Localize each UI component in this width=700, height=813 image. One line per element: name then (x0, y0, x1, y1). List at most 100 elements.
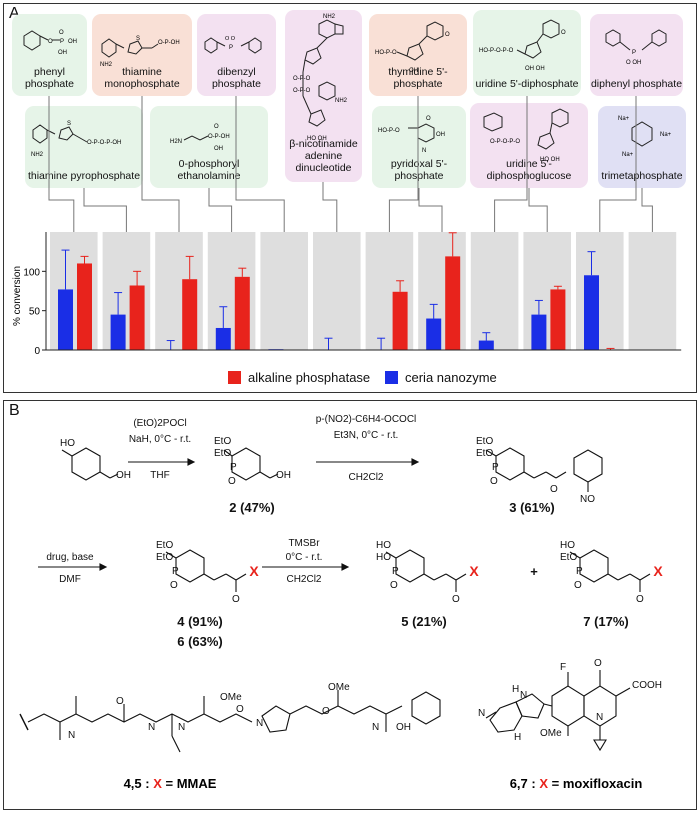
svg-text:O: O (170, 580, 178, 591)
y-tick-label: 100 (23, 267, 40, 278)
svg-text:OH: OH (409, 68, 418, 74)
svg-text:O: O (452, 594, 460, 605)
substrate-label: thiamine monophosphate (104, 66, 180, 90)
udp-glucose-structure: O-P-O-P-OHO OH (483, 108, 569, 163)
category-column-bg (628, 232, 677, 350)
compound-5-ring (395, 549, 425, 583)
substrate-label: uridine 5'-diphosphoglucose (486, 158, 572, 182)
bar-ceria (426, 318, 442, 350)
compound-3-ring-a (495, 447, 525, 481)
svg-text:EtO: EtO (560, 552, 577, 563)
svg-text:HO-P-O-P-O: HO-P-O-P-O (479, 48, 514, 54)
connector-line (141, 96, 180, 232)
panel-b: B (3, 400, 697, 810)
svg-text:HO: HO (560, 540, 575, 551)
svg-text:O-P-OH: O-P-OH (158, 40, 180, 46)
category-column-bg (576, 232, 624, 350)
mmae-caption-x: X (153, 776, 162, 791)
diphenyl-phosphate-structure: PO OH (605, 29, 667, 66)
svg-text:HO OH: HO OH (307, 136, 327, 142)
svg-text:EtO: EtO (156, 552, 173, 563)
moxi-caption: 6,7 : X = moxifloxacin (510, 776, 643, 791)
svg-text:OMe: OMe (540, 728, 562, 739)
svg-text:OMe: OMe (328, 682, 350, 693)
bar-alkaline (234, 276, 250, 350)
svg-text:O-P-OH: O-P-OH (208, 134, 230, 140)
step3-reagent-1: drug, base (46, 552, 94, 563)
svg-text:HO: HO (376, 552, 391, 563)
bar-alkaline (129, 285, 145, 350)
svg-text:EtO: EtO (476, 436, 493, 447)
step1-reagent-1: (EtO)2POCl (133, 418, 186, 429)
bar-alkaline (392, 291, 408, 350)
svg-text:F: F (560, 662, 566, 673)
moxi-piperidine (489, 701, 523, 733)
substrate-label: trimetaphosphate (601, 170, 683, 182)
substrate-label: thiamine pyrophosphate (27, 170, 141, 182)
svg-text:N: N (256, 718, 263, 729)
svg-text:O: O (574, 580, 582, 591)
svg-text:OMe: OMe (220, 692, 242, 703)
step1-reagent-2: NaH, 0°C - r.t. (129, 434, 191, 445)
connector-line (494, 96, 528, 232)
svg-text:O O: O O (225, 36, 236, 42)
substrate-label: thymidine 5'-phosphate (388, 66, 448, 90)
bar-alkaline (550, 289, 566, 350)
y-axis-label: % conversion (12, 266, 23, 326)
panel-b-letter: B (9, 402, 20, 419)
substrate-label: diphenyl phosphate (590, 78, 683, 90)
connector-line (641, 188, 653, 232)
svg-text:H: H (514, 732, 521, 743)
moxi-quinolone-ring-a (551, 685, 585, 727)
svg-text:N: N (68, 730, 75, 741)
compound-5-label: 5 (21%) (401, 614, 447, 629)
dibenzyl-phosphate-structure: P O O (204, 36, 262, 54)
substrate-label: phenyl phosphate (24, 66, 75, 90)
svg-text:P: P (229, 45, 233, 51)
bar-alkaline (77, 263, 92, 350)
svg-text:O-P-O: O-P-O (293, 88, 311, 94)
svg-text:P: P (392, 566, 399, 577)
moxi-caption-x: X (539, 776, 548, 791)
moxi-caption-prefix: 6,7 : (510, 776, 540, 791)
category-column-bg (470, 232, 519, 350)
svg-text:O: O (116, 696, 124, 707)
svg-text:O: O (426, 116, 431, 122)
svg-text:N: N (148, 722, 155, 733)
connector-line (208, 188, 233, 232)
compound-7-label: 7 (17%) (583, 614, 629, 629)
step2-reagent-2: Et3N, 0°C - r.t. (334, 430, 399, 441)
bar-ceria (531, 314, 547, 350)
connector-line (528, 188, 548, 232)
svg-text:HO OH: HO OH (540, 157, 560, 163)
legend-swatch-red (228, 371, 241, 384)
svg-text:O: O (322, 706, 330, 717)
svg-text:Na+: Na+ (622, 152, 634, 158)
substrate-box-trimetaphosphate: Na+Na+Na+ trimetaphosphate (598, 106, 686, 188)
step4-reagent-3: CH2Cl2 (286, 574, 321, 585)
bar-ceria (58, 289, 73, 350)
svg-text:H: H (512, 684, 519, 695)
svg-text:O: O (561, 30, 566, 36)
svg-text:O: O (636, 594, 644, 605)
svg-text:P: P (60, 39, 64, 45)
step3-reagent-2: DMF (59, 574, 81, 585)
bar-alkaline (445, 256, 461, 350)
svg-text:HO: HO (376, 540, 391, 551)
svg-text:P: P (576, 566, 583, 577)
svg-text:O: O (59, 30, 64, 36)
svg-text:Na+: Na+ (618, 116, 630, 122)
y-tick-label: 0 (34, 346, 40, 357)
mmae-caption: 4,5 : X = MMAE (124, 776, 217, 791)
svg-text:OH: OH (436, 132, 445, 138)
svg-text:O: O (214, 124, 219, 130)
